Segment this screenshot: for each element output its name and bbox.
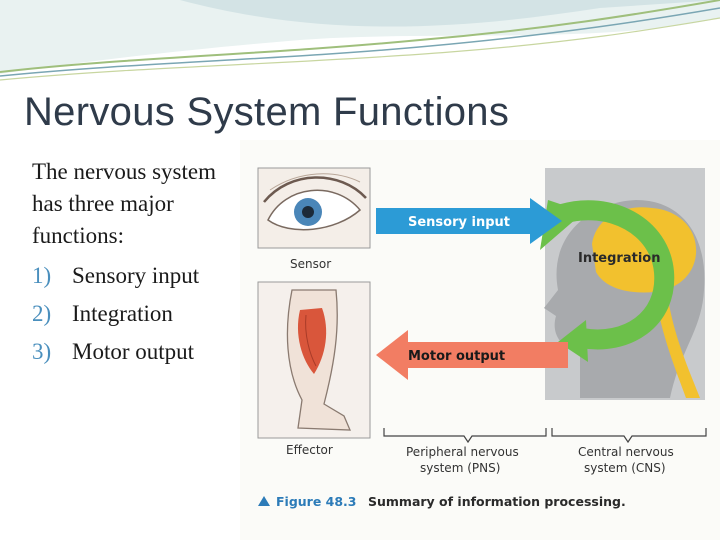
motor-output-arrow: Motor output: [376, 330, 568, 380]
nervous-system-figure: Sensor Effector Sensory input Motor outp…: [240, 140, 720, 540]
list-number: 1): [32, 263, 52, 288]
intro-text: The nervous system has three major funct…: [32, 159, 216, 248]
caption-number: Figure 48.3: [276, 494, 357, 509]
sensory-input-arrow: Sensory input: [376, 198, 562, 244]
eye-illustration: [257, 167, 371, 249]
sensory-input-label: Sensory input: [408, 215, 510, 230]
sensor-label: Sensor: [290, 257, 331, 271]
cns-label-line1: Central nervous: [578, 445, 674, 459]
list-item-label: Sensory input: [72, 263, 200, 288]
cns-label-line2: system (CNS): [584, 461, 666, 475]
functions-list: 1) Sensory input 2) Integration 3) Motor ou…: [32, 257, 247, 371]
list-item-label: Motor output: [72, 339, 195, 364]
slide-body: The nervous system has three major funct…: [32, 156, 247, 371]
caption-text: Summary of information processing.: [368, 494, 626, 509]
motor-output-label: Motor output: [408, 349, 505, 364]
pns-label-line2: system (PNS): [420, 461, 500, 475]
list-item: 3) Motor output: [32, 333, 247, 371]
list-item: 2) Integration: [32, 295, 247, 333]
caption-triangle-icon: [258, 496, 270, 506]
effector-label: Effector: [286, 443, 333, 457]
leg-muscle-illustration: [257, 281, 371, 439]
pns-label-line1: Peripheral nervous: [406, 445, 519, 459]
list-number: 2): [32, 301, 52, 326]
list-item-label: Integration: [72, 301, 173, 326]
decorative-header-banner: [0, 0, 720, 81]
pns-brace: [383, 428, 547, 444]
integration-loop: [559, 200, 675, 350]
list-item: 1) Sensory input: [32, 257, 247, 295]
slide-title: Nervous System Functions: [24, 90, 510, 134]
integration-label: Integration: [578, 251, 660, 266]
cns-brace: [551, 428, 707, 444]
list-number: 3): [32, 339, 52, 364]
spinal-cord: [654, 286, 700, 398]
